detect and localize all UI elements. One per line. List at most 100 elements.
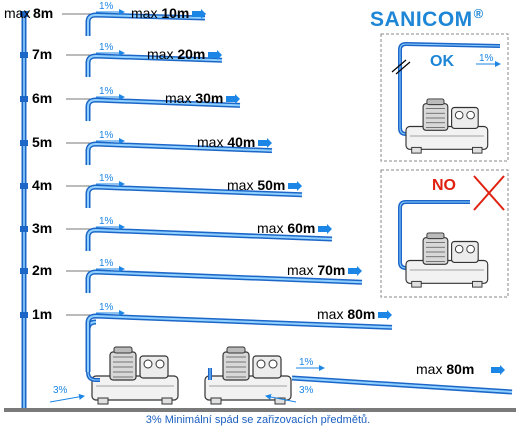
footer-note: 3% Minimální spád se zařizovacích předmě… <box>145 414 371 426</box>
level-height-label: 1m <box>32 306 52 322</box>
level-length-value: 50m <box>257 177 285 193</box>
level-direction-arrow-head <box>297 181 302 191</box>
bottom-pump-right-inlet-box <box>252 355 282 379</box>
level-length-label: max 50m <box>227 177 285 193</box>
level-tick <box>20 312 28 318</box>
bottom-pump-left-motor-cap <box>113 346 133 354</box>
level-pipe <box>85 141 273 165</box>
bottom-length-prefix: max <box>416 361 446 377</box>
level-direction-arrow <box>208 50 222 60</box>
level-length-value: 60m <box>287 220 315 236</box>
ok-slope-arrow: 1% <box>476 53 501 67</box>
bottom-pump-right-motor <box>222 351 250 381</box>
level-tick <box>20 96 28 102</box>
bottom-pump-right <box>204 346 292 405</box>
bottom-pump-left <box>91 346 179 405</box>
left-pump-inlet <box>86 371 100 382</box>
bottom-pump-left-foot-right <box>161 397 173 405</box>
no-cross-line <box>473 175 505 211</box>
level-pipe <box>85 53 223 77</box>
level-slope-arrow: 1% <box>96 216 125 230</box>
level-tick <box>20 140 28 146</box>
level-slope-arrow: 1% <box>96 130 125 144</box>
bottom-pump-left-inlet-port <box>155 359 165 369</box>
no-panel-pump-motor-cap <box>426 232 445 240</box>
level-direction-arrow-head <box>235 94 240 104</box>
level-length-prefix: max <box>317 306 347 322</box>
level-6: 3m 1% max 60m <box>20 216 333 251</box>
ok-panel-pump-foot-right <box>472 146 483 154</box>
level-pipe <box>85 12 206 36</box>
level-length-value: 30m <box>195 90 223 106</box>
bottom-direction-arrow-shaft <box>491 367 500 373</box>
ok-panel-pump-motor-cap <box>426 98 445 106</box>
level-length-value: 10m <box>161 5 189 21</box>
no-panel-pump <box>405 232 489 288</box>
level-length-value: 70m <box>317 262 345 278</box>
bottom-pump-right-foot-left <box>210 397 222 405</box>
level-direction-arrow-shaft <box>192 11 201 17</box>
level-direction-arrow <box>318 224 332 234</box>
bottom-right-slope: 3% <box>265 385 314 403</box>
ok-panel-cut-mark <box>395 61 411 75</box>
bottom-direction-arrow-head <box>500 365 505 375</box>
bottom-pump-right-foot-right <box>274 397 286 405</box>
level-8: 1m 1% max 80m <box>20 302 393 337</box>
level-direction-arrow-shaft <box>226 96 235 102</box>
ok-label: OK <box>430 53 454 70</box>
level-slope-arrow: 1% <box>96 42 125 56</box>
level-slope-arrow-label: 1% <box>99 42 114 53</box>
level-tick <box>20 268 28 274</box>
level-direction-arrow-shaft <box>208 52 217 58</box>
level-slope-arrow-label: 1% <box>99 130 114 141</box>
level-slope-arrow-label: 1% <box>99 302 114 313</box>
level-length-value: 40m <box>227 134 255 150</box>
ok-panel-pipe-inner <box>399 43 501 128</box>
level-direction-arrow <box>348 266 362 276</box>
level-height-label: 2m <box>32 262 52 278</box>
level-length-prefix: max <box>287 262 317 278</box>
bottom-pump-left-inlet-port <box>143 359 153 369</box>
level-direction-arrow-shaft <box>318 226 327 232</box>
level-pipe-inner <box>87 271 363 293</box>
level-pipe-inner <box>87 186 303 208</box>
level-height-label: 3m <box>32 220 52 236</box>
level-pipe <box>85 313 393 337</box>
no-panel-pump-motor <box>422 237 449 265</box>
level-slope-arrow: 1% <box>96 173 125 187</box>
brand-registered-mark: ® <box>473 6 484 21</box>
level-direction-arrow-shaft <box>348 268 357 274</box>
level-length-value: 80m <box>347 306 375 322</box>
no-panel-pump-foot-left <box>411 280 422 288</box>
level-slope-arrow-label: 1% <box>99 86 114 97</box>
level-pipe-inner <box>87 55 223 77</box>
level-length-label: max 60m <box>257 220 315 236</box>
level-pipe <box>85 269 363 293</box>
level-slope-arrow: 1% <box>96 302 125 316</box>
bottom-left-slope-label: 3% <box>53 385 68 396</box>
level-pipe-inner <box>87 315 393 337</box>
no-panel-pump-inlet-port <box>454 244 464 254</box>
bottom-pump-right-inlet-port <box>268 359 278 369</box>
bottom-pump-left-motor <box>109 351 137 381</box>
bottom-length-label: max 80m <box>416 361 474 377</box>
level-length-label: max 40m <box>197 134 255 150</box>
level-pipe-inner <box>87 143 273 165</box>
bottom-pipe-slope: 1% <box>296 357 325 371</box>
level-length-prefix: max <box>147 46 177 62</box>
ok-panel-pump-motor <box>422 103 449 131</box>
level-max-prefix: max <box>4 5 30 21</box>
no-panel: NO <box>380 169 509 298</box>
bottom-pump-right-motor-cap <box>226 346 246 354</box>
ok-panel-pump-foot-left <box>411 146 422 154</box>
bottom-left-slope-line <box>49 393 85 403</box>
bottom-direction-arrow <box>491 365 505 375</box>
level-height-label: 8m <box>33 5 53 21</box>
level-length-prefix: max <box>227 177 257 193</box>
